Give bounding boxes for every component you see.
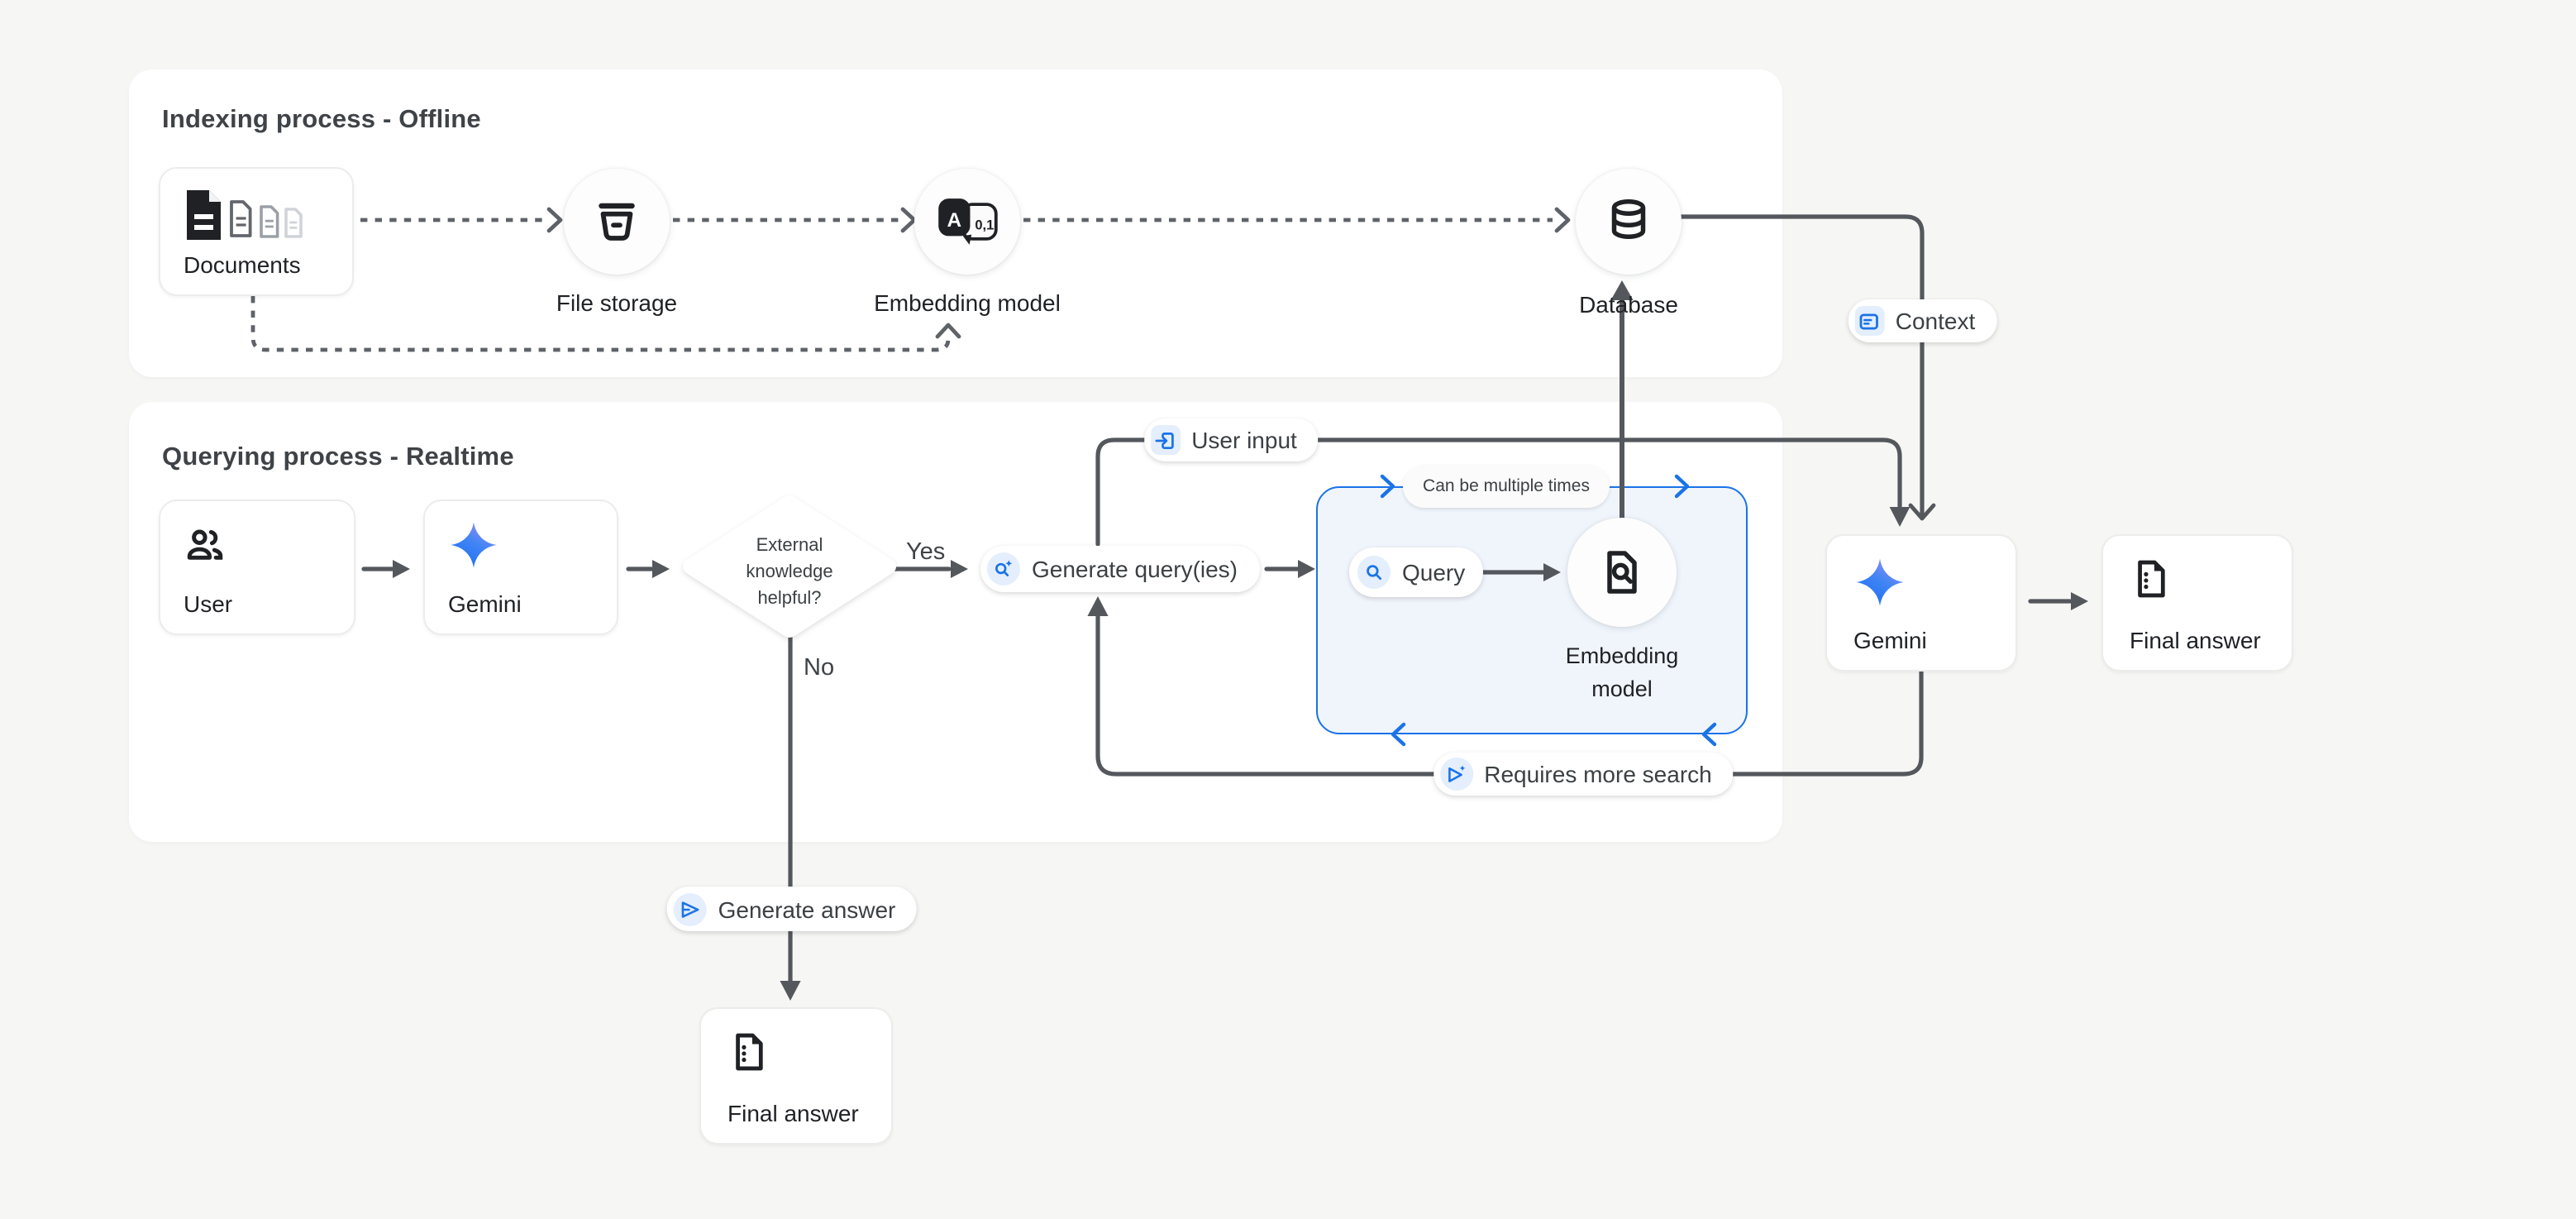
embedding-icon-digits: 0,1 — [975, 218, 994, 233]
send-icon — [673, 892, 707, 925]
generate-answer-badge: Generate answer — [666, 887, 918, 931]
no-label: No — [804, 655, 835, 681]
gemini-spark-icon — [1853, 556, 1906, 617]
people-icon — [184, 523, 228, 576]
document-search-icon — [1607, 551, 1637, 594]
embedding-model-realtime-label: Embedding model — [1565, 643, 1679, 700]
input-arrow-icon — [1150, 425, 1181, 455]
querying-title: Querying process - Realtime — [162, 443, 514, 471]
document-stack-icon — [182, 187, 314, 255]
summary-document-icon — [2130, 557, 2173, 609]
user-input-badge-label: User input — [1191, 427, 1297, 453]
context-badge-label: Context — [1895, 308, 1976, 334]
gemini-query-label: Gemini — [448, 590, 522, 617]
query-pill: Query — [1349, 547, 1484, 597]
storage-bucket-icon — [599, 203, 635, 241]
card-text-icon — [1853, 306, 1884, 336]
send-spark-icon — [1439, 758, 1473, 791]
final-answer-bottom-label: Final answer — [727, 1100, 859, 1126]
translate-a-to-01-icon: 0,1 A — [938, 198, 998, 245]
database-cylinder-icon — [1611, 198, 1646, 240]
generate-queries-pill: Generate query(ies) — [980, 546, 1260, 592]
context-badge: Context — [1847, 299, 1997, 342]
embedding-model-realtime-node — [1567, 518, 1677, 627]
final-answer-bottom-node: Final answer — [699, 1007, 893, 1145]
gemini-query-node: Gemini — [423, 500, 618, 635]
decision-text: External knowledge helpful? — [746, 536, 833, 610]
file-storage-node — [564, 169, 670, 275]
final-answer-right-node: Final answer — [2101, 534, 2293, 672]
requires-more-search-label: Requires more search — [1484, 761, 1712, 787]
search-icon — [1357, 556, 1391, 589]
summary-document-icon — [727, 1030, 770, 1082]
requires-more-search-badge: Requires more search — [1433, 753, 1734, 796]
edge-gemini-to-final-answer — [2028, 592, 2088, 610]
embedding-model-offline-node: 0,1 A — [914, 169, 1020, 275]
file-storage-label: File storage — [556, 289, 678, 316]
user-label: User — [184, 590, 233, 617]
gemini-answer-label: Gemini — [1853, 627, 1927, 653]
generate-answer-label: Generate answer — [718, 896, 896, 922]
database-node — [1576, 169, 1682, 275]
indexing-title: Indexing process - Offline — [162, 106, 481, 134]
documents-node: Documents — [159, 167, 354, 296]
query-label: Query — [1402, 559, 1466, 586]
generate-queries-label: Generate query(ies) — [1032, 556, 1238, 582]
gemini-spark-icon — [448, 519, 499, 579]
embedding-model-offline-label: Embedding model — [874, 289, 1061, 316]
final-answer-right-label: Final answer — [2130, 627, 2261, 653]
user-input-badge: User input — [1143, 418, 1319, 461]
search-spark-icon — [987, 552, 1020, 586]
embedding-icon-letter: A — [947, 209, 962, 232]
can-be-multiple-times-tag: Can be multiple times — [1403, 465, 1610, 508]
yes-label: Yes — [906, 539, 946, 566]
gemini-answer-node: Gemini — [1825, 534, 2017, 672]
documents-label: Documents — [184, 251, 301, 278]
database-label: Database — [1579, 291, 1678, 318]
user-node: User — [159, 500, 355, 635]
